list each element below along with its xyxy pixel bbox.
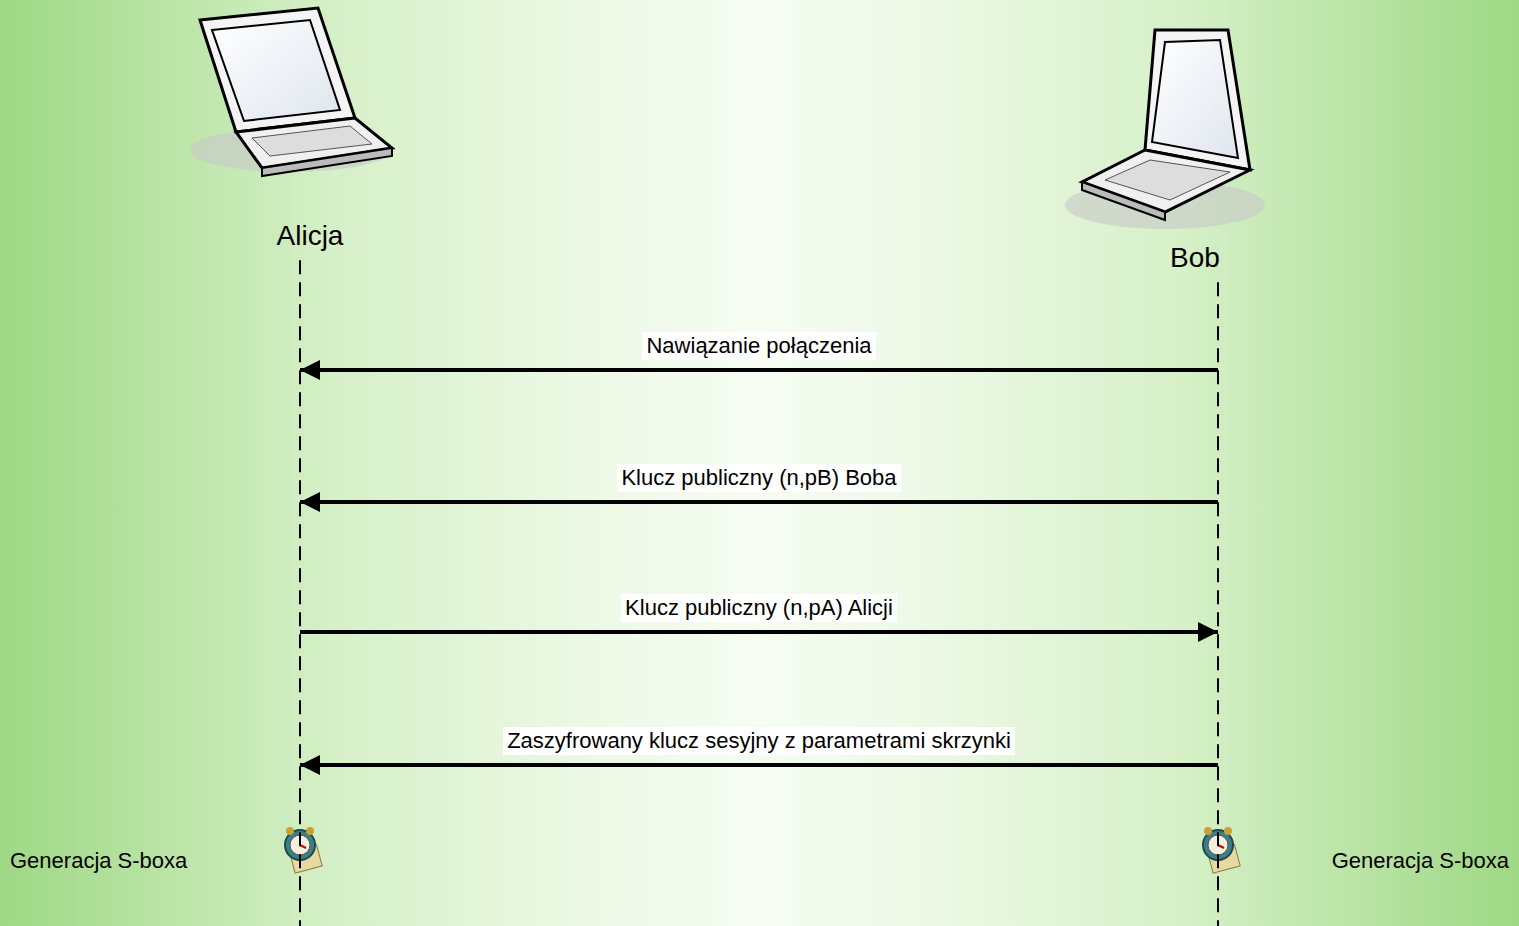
message-label: Nawiązanie połączenia <box>642 332 875 360</box>
laptop-icon <box>190 8 392 176</box>
laptop-icon <box>1065 30 1265 229</box>
message-label: Klucz publiczny (n,pA) Alicji <box>621 594 897 622</box>
message-arrow <box>300 368 1218 372</box>
participant-name: Alicja <box>271 218 350 254</box>
lifeline <box>1217 282 1219 926</box>
clock-icon <box>285 827 322 873</box>
lifeline <box>299 260 301 926</box>
participant-name: Bob <box>1164 240 1226 276</box>
message-label: Zaszyfrowany klucz sesyjny z parametrami… <box>503 727 1015 755</box>
message-arrow <box>300 500 1218 504</box>
step-note: Generacja S-boxa <box>1332 848 1509 874</box>
message-arrow <box>300 630 1218 634</box>
participant-label: Alicja <box>277 220 344 252</box>
participant-label: Bob <box>1170 242 1220 274</box>
message-arrow <box>300 763 1218 767</box>
clock-icon <box>1203 827 1240 873</box>
message-label: Klucz publiczny (n,pB) Boba <box>617 464 900 492</box>
step-note: Generacja S-boxa <box>10 848 187 874</box>
